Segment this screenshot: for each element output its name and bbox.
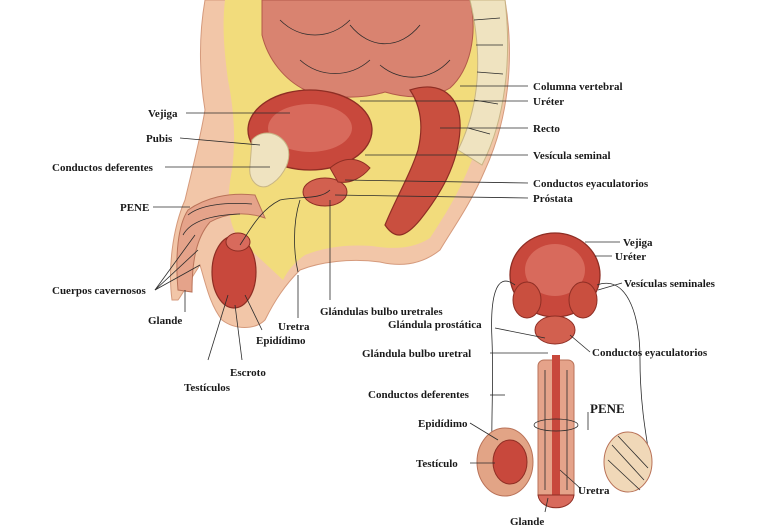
label-ureter: Uréter	[533, 96, 564, 108]
label-escroto: Escroto	[230, 367, 266, 379]
label-frontal-glandula-bulbo-uretral: Glándula bulbo uretral	[362, 348, 471, 360]
label-frontal-conductos-deferentes: Conductos deferentes	[368, 389, 470, 401]
sagittal-view	[170, 0, 510, 328]
label-frontal-testiculo: Testículo	[416, 458, 458, 470]
label-recto: Recto	[533, 123, 560, 135]
label-frontal-vesiculas-seminales: Vesículas seminales	[624, 278, 716, 290]
prostate	[302, 177, 348, 207]
vertebral-column	[457, 0, 509, 166]
label-frontal-glande: Glande	[510, 516, 544, 528]
label-conductos-deferentes: Conductos deferentes	[52, 162, 154, 174]
pubis	[249, 132, 290, 188]
label-cuerpos-cavernosos: Cuerpos cavernosos	[52, 285, 147, 297]
intestines	[261, 0, 474, 98]
label-frontal-ureter: Uréter	[615, 251, 646, 263]
label-frontal-epididimo: Epidídimo	[418, 418, 468, 430]
label-epididimo: Epidídimo	[256, 335, 306, 347]
label-testiculos: Testículos	[184, 382, 231, 394]
label-frontal-uretra: Uretra	[578, 485, 610, 497]
label-pene: PENE	[120, 202, 149, 214]
frontal-view	[476, 232, 653, 509]
label-frontal-vejiga: Vejiga	[623, 237, 653, 249]
leader-lines	[153, 85, 623, 513]
rectum	[384, 86, 461, 236]
label-frontal-conductos-eyaculatorios: Conductos eyaculatorios	[592, 347, 708, 359]
label-uretra: Uretra	[278, 321, 310, 333]
label-glandulas-bulbo-uretrales: Glándulas bulbo uretrales	[320, 306, 443, 318]
label-prostata: Próstata	[533, 193, 573, 205]
label-pubis: Pubis	[146, 133, 173, 145]
label-glande: Glande	[148, 315, 182, 327]
penis	[176, 193, 266, 293]
label-frontal-glandula-prostatica: Glándula prostática	[388, 319, 482, 331]
label-columna-vertebral: Columna vertebral	[533, 81, 623, 93]
label-vejiga: Vejiga	[148, 108, 178, 120]
label-vesicula-seminal: Vesícula seminal	[533, 150, 611, 162]
urethra	[294, 199, 301, 273]
seminal-vesicle	[329, 158, 371, 183]
frontal-prostate	[534, 315, 576, 345]
label-frontal-pene: PENE	[590, 401, 625, 416]
label-conductos-eyaculatorios: Conductos eyaculatorios	[533, 178, 649, 190]
vas-deferens	[239, 189, 331, 246]
